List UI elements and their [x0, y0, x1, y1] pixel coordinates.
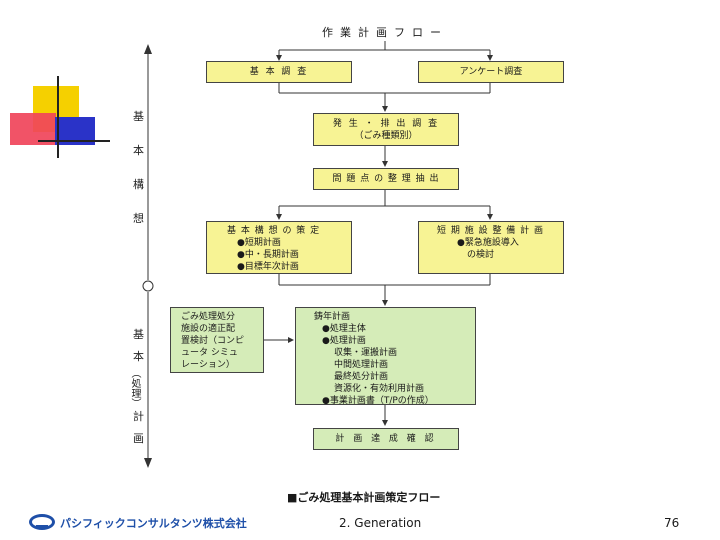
section-label: 2. Generation	[339, 516, 422, 530]
annual-plan-item: 中間処理計画	[334, 360, 389, 370]
company-logo-icon	[29, 514, 55, 530]
short-term-title: 短 期 施 設 整 備 計 画	[437, 226, 545, 236]
generation-survey-subtitle: （ごみ種類別）	[354, 131, 418, 141]
concept-item: ●中・長期計画	[237, 250, 299, 260]
issues-box: 問 題 点 の 整 理 抽 出	[313, 168, 459, 190]
basic-survey-box: 基 本 調 査	[206, 61, 352, 83]
annual-plan-item: ●事業計画書（T/Pの作成）	[322, 396, 434, 406]
page-number: 76	[664, 516, 680, 530]
basic-concept-char-3: 構	[133, 178, 144, 191]
basic-plan-char-1: 基	[133, 328, 144, 341]
questionnaire-box: アンケート調査	[418, 61, 564, 83]
short-term-item: ●緊急施設導入	[457, 238, 519, 248]
facility-line: 施設の適正配	[181, 324, 236, 334]
deco-vertical-line	[57, 76, 59, 158]
generation-survey-box: 発 生 ・ 排 出 調 査 （ごみ種類別）	[313, 113, 459, 146]
facility-line: 置検討（コンピ	[181, 336, 245, 346]
concept-item: ●短期計画	[237, 238, 281, 248]
basic-plan-char-4: 計	[133, 410, 144, 423]
basic-concept-char-2: 本	[133, 144, 144, 157]
deco-red-square	[10, 113, 56, 145]
concept-item: ●目標年次計画	[237, 262, 299, 272]
concept-box: 基 本 構 想 の 策 定 ●短期計画 ●中・長期計画 ●目標年次計画	[206, 221, 352, 274]
short-term-item: の検討	[467, 250, 495, 260]
generation-survey-title: 発 生 ・ 排 出 調 査	[332, 119, 440, 129]
annual-plan-title: 鋳年計画	[314, 312, 351, 322]
annual-plan-item: ●処理主体	[322, 324, 366, 334]
annual-plan-box: 鋳年計画 ●処理主体 ●処理計画 収集・運搬計画 中間処理計画 最終処分計画 資…	[295, 307, 476, 406]
basic-concept-char-4: 想	[133, 212, 144, 225]
logo-mark	[36, 519, 48, 527]
annual-plan-item: 資源化・有効利用計画	[334, 384, 425, 394]
annual-plan-item: 最終処分計画	[334, 372, 389, 382]
deco-horizontal-line	[38, 140, 110, 142]
facility-line: レーション）	[181, 360, 235, 370]
facility-line: ごみ処理処分	[181, 312, 236, 322]
company-name: パシフィックコンサルタンツ株式会社	[60, 517, 247, 530]
concept-title: 基 本 構 想 の 策 定	[227, 226, 321, 236]
plan-completion-box: 計 画 達 成 確 認	[313, 428, 459, 450]
concept-items: ●短期計画 ●中・長期計画 ●目標年次計画	[237, 237, 351, 273]
basic-concept-char-1: 基	[133, 110, 144, 123]
basic-plan-char-2: 本	[133, 350, 144, 363]
figure-caption: ■ごみ処理基本計画策定フロー	[287, 491, 441, 504]
basic-plan-char-5: 画	[133, 432, 144, 445]
basic-plan-char-3: （処理）	[129, 368, 140, 408]
flow-title: 作業計画フロー	[322, 26, 448, 39]
facility-placement-box: ごみ処理処分 施設の適正配 置検討（コンピ ュータ シミュ レーション）	[170, 307, 264, 373]
short-term-facility-box: 短 期 施 設 整 備 計 画 ●緊急施設導入 の検討	[418, 221, 564, 274]
annual-plan-item: ●処理計画	[322, 336, 366, 346]
facility-line: ュータ シミュ	[181, 348, 238, 358]
annual-plan-item: 収集・運搬計画	[334, 348, 398, 358]
